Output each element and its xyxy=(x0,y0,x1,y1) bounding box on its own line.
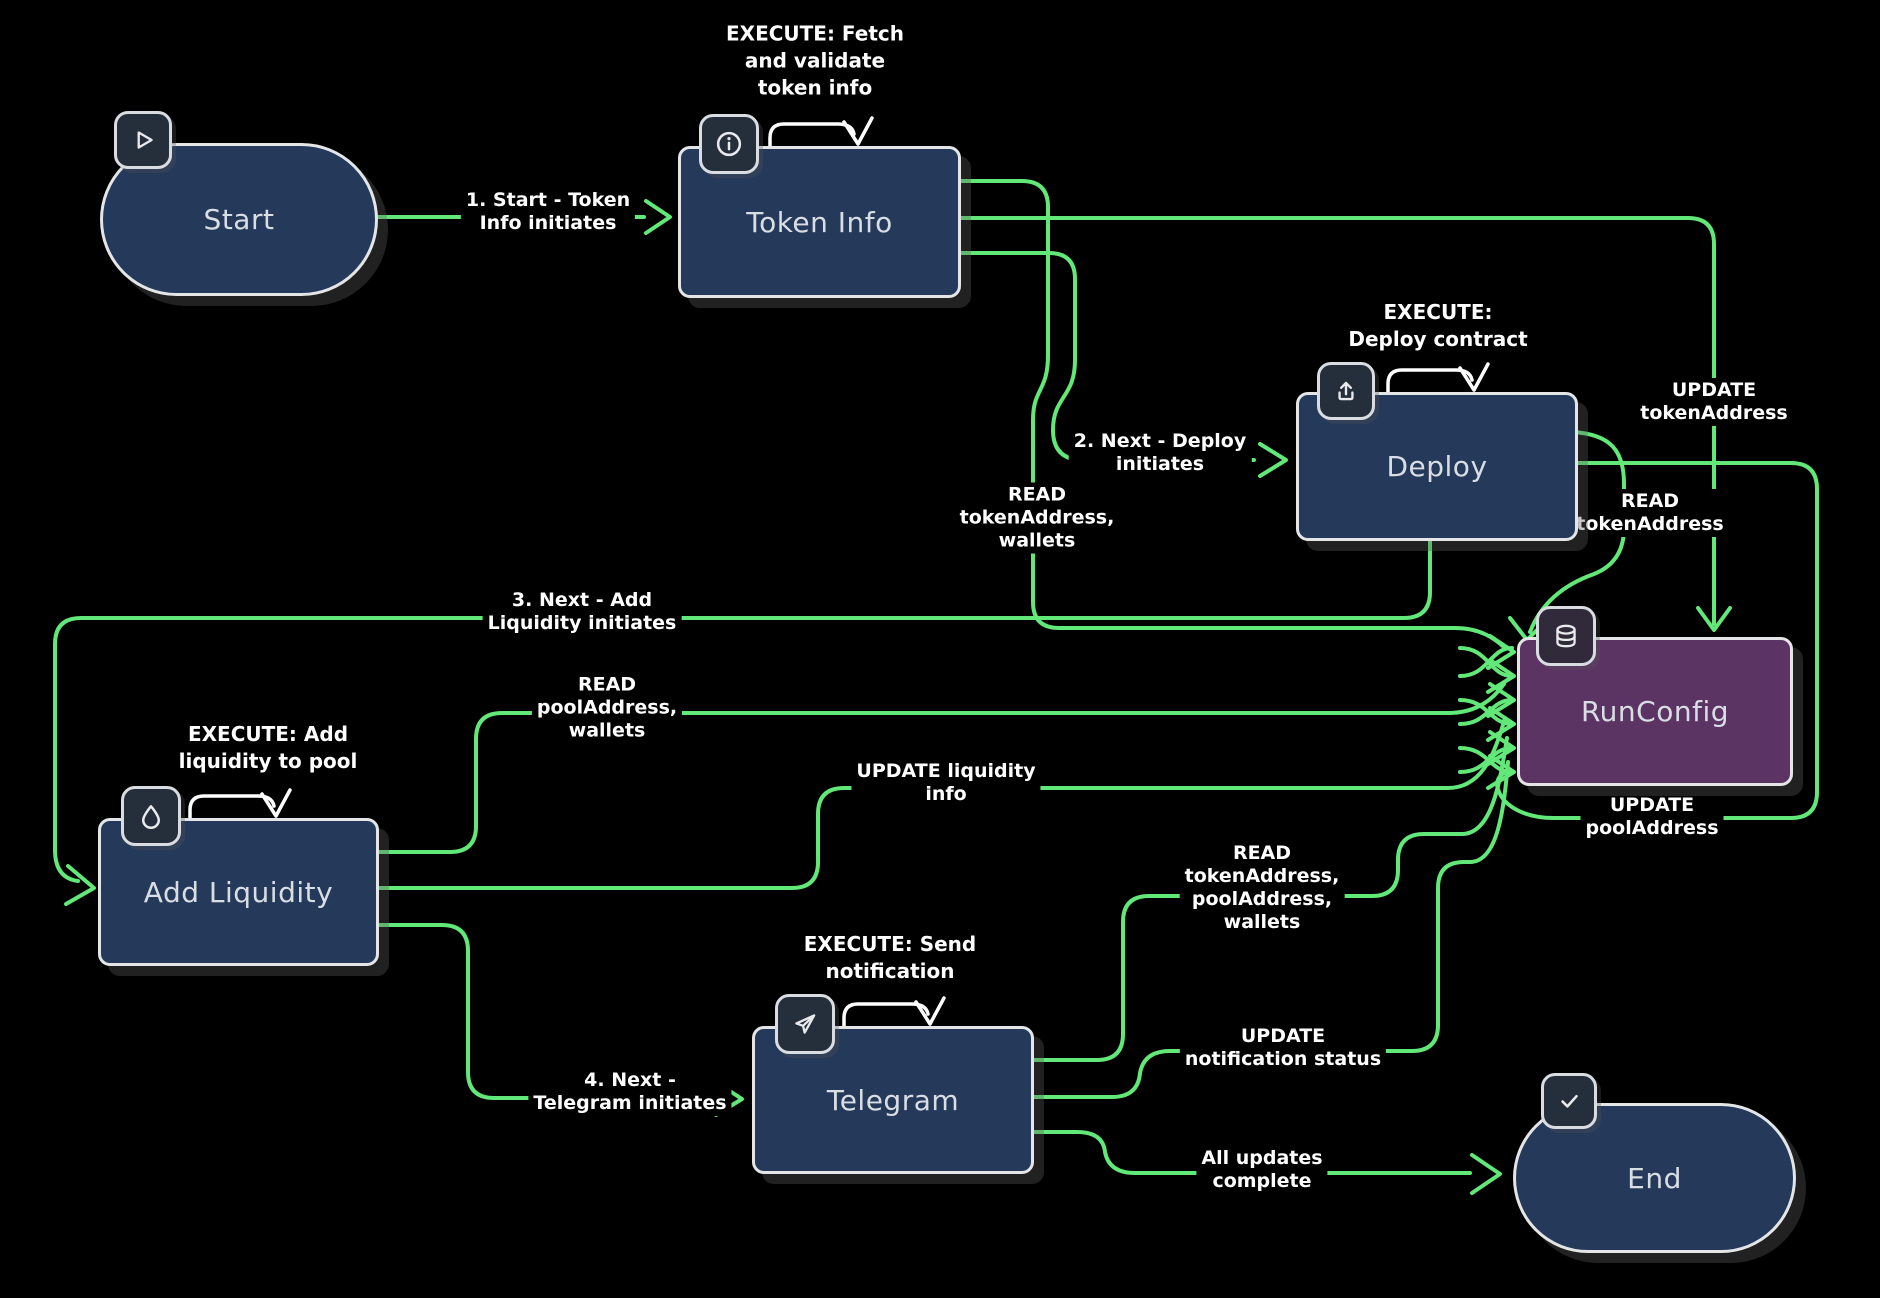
node-end-label: End xyxy=(1627,1161,1682,1195)
node-telegram-badge xyxy=(775,994,835,1054)
edge-label-update-token: UPDATE tokenAddress xyxy=(1635,378,1793,426)
node-end-badge xyxy=(1541,1073,1597,1129)
node-add-liquidity-label: Add Liquidity xyxy=(143,875,334,909)
execute-label-deploy: EXECUTE: Deploy contract xyxy=(1343,298,1533,354)
node-start-badge xyxy=(114,111,172,169)
edge-label-read-token-pool-wallets: READ tokenAddress, poolAddress, wallets xyxy=(1179,841,1345,935)
edge-label-next-telegram: 4. Next - Telegram initiates xyxy=(528,1068,732,1116)
upload-icon xyxy=(1338,381,1354,401)
check-icon xyxy=(1561,1094,1578,1108)
node-start-label: Start xyxy=(203,203,275,236)
node-start[interactable]: Start xyxy=(100,143,378,296)
node-deploy-badge xyxy=(1317,362,1375,420)
edge-label-read-token-wallets: READ tokenAddress, wallets xyxy=(954,482,1120,554)
edge-label-next-deploy: 2. Next - Deploy initiates xyxy=(1068,429,1252,477)
node-runconfig-label: RunConfig xyxy=(1580,695,1730,728)
edge-label-read-token: READ tokenAddress xyxy=(1571,489,1729,537)
play-icon xyxy=(137,131,153,149)
edge-label-update-liquidity: UPDATE liquidity info xyxy=(851,759,1041,807)
send-icon xyxy=(795,1014,816,1034)
execute-label-telegram: EXECUTE: Send notification xyxy=(798,930,982,986)
info-icon xyxy=(716,131,742,157)
edge-label-next-add-liquidity: 3. Next - Add Liquidity initiates xyxy=(482,588,682,636)
edge-label-all-updates: All updates complete xyxy=(1196,1146,1328,1194)
execute-label-token-info: EXECUTE: Fetch and validate token info xyxy=(721,19,909,103)
edge-label-start-token: 1. Start - Token Info initiates xyxy=(460,188,636,236)
edge-label-read-pool-wallets: READ poolAddress, wallets xyxy=(531,672,683,744)
node-telegram-label: Telegram xyxy=(826,1083,960,1117)
self-loop-edges xyxy=(188,116,1490,1028)
edge-label-update-notification: UPDATE notification status xyxy=(1179,1024,1387,1072)
node-deploy-label: Deploy xyxy=(1386,450,1488,483)
database-icon xyxy=(1556,624,1576,648)
node-token-info-label: Token Info xyxy=(746,205,893,239)
droplet-icon xyxy=(141,805,161,829)
node-add-liquidity[interactable]: Add Liquidity xyxy=(98,818,379,966)
execute-label-add-liquidity: EXECUTE: Add liquidity to pool xyxy=(173,720,363,776)
node-runconfig-badge xyxy=(1536,606,1596,666)
green-edges xyxy=(53,179,1819,1195)
node-token-info-badge xyxy=(699,114,759,174)
node-add-liquidity-badge xyxy=(121,786,181,846)
edge-label-update-pool: UPDATE poolAddress xyxy=(1580,793,1724,841)
